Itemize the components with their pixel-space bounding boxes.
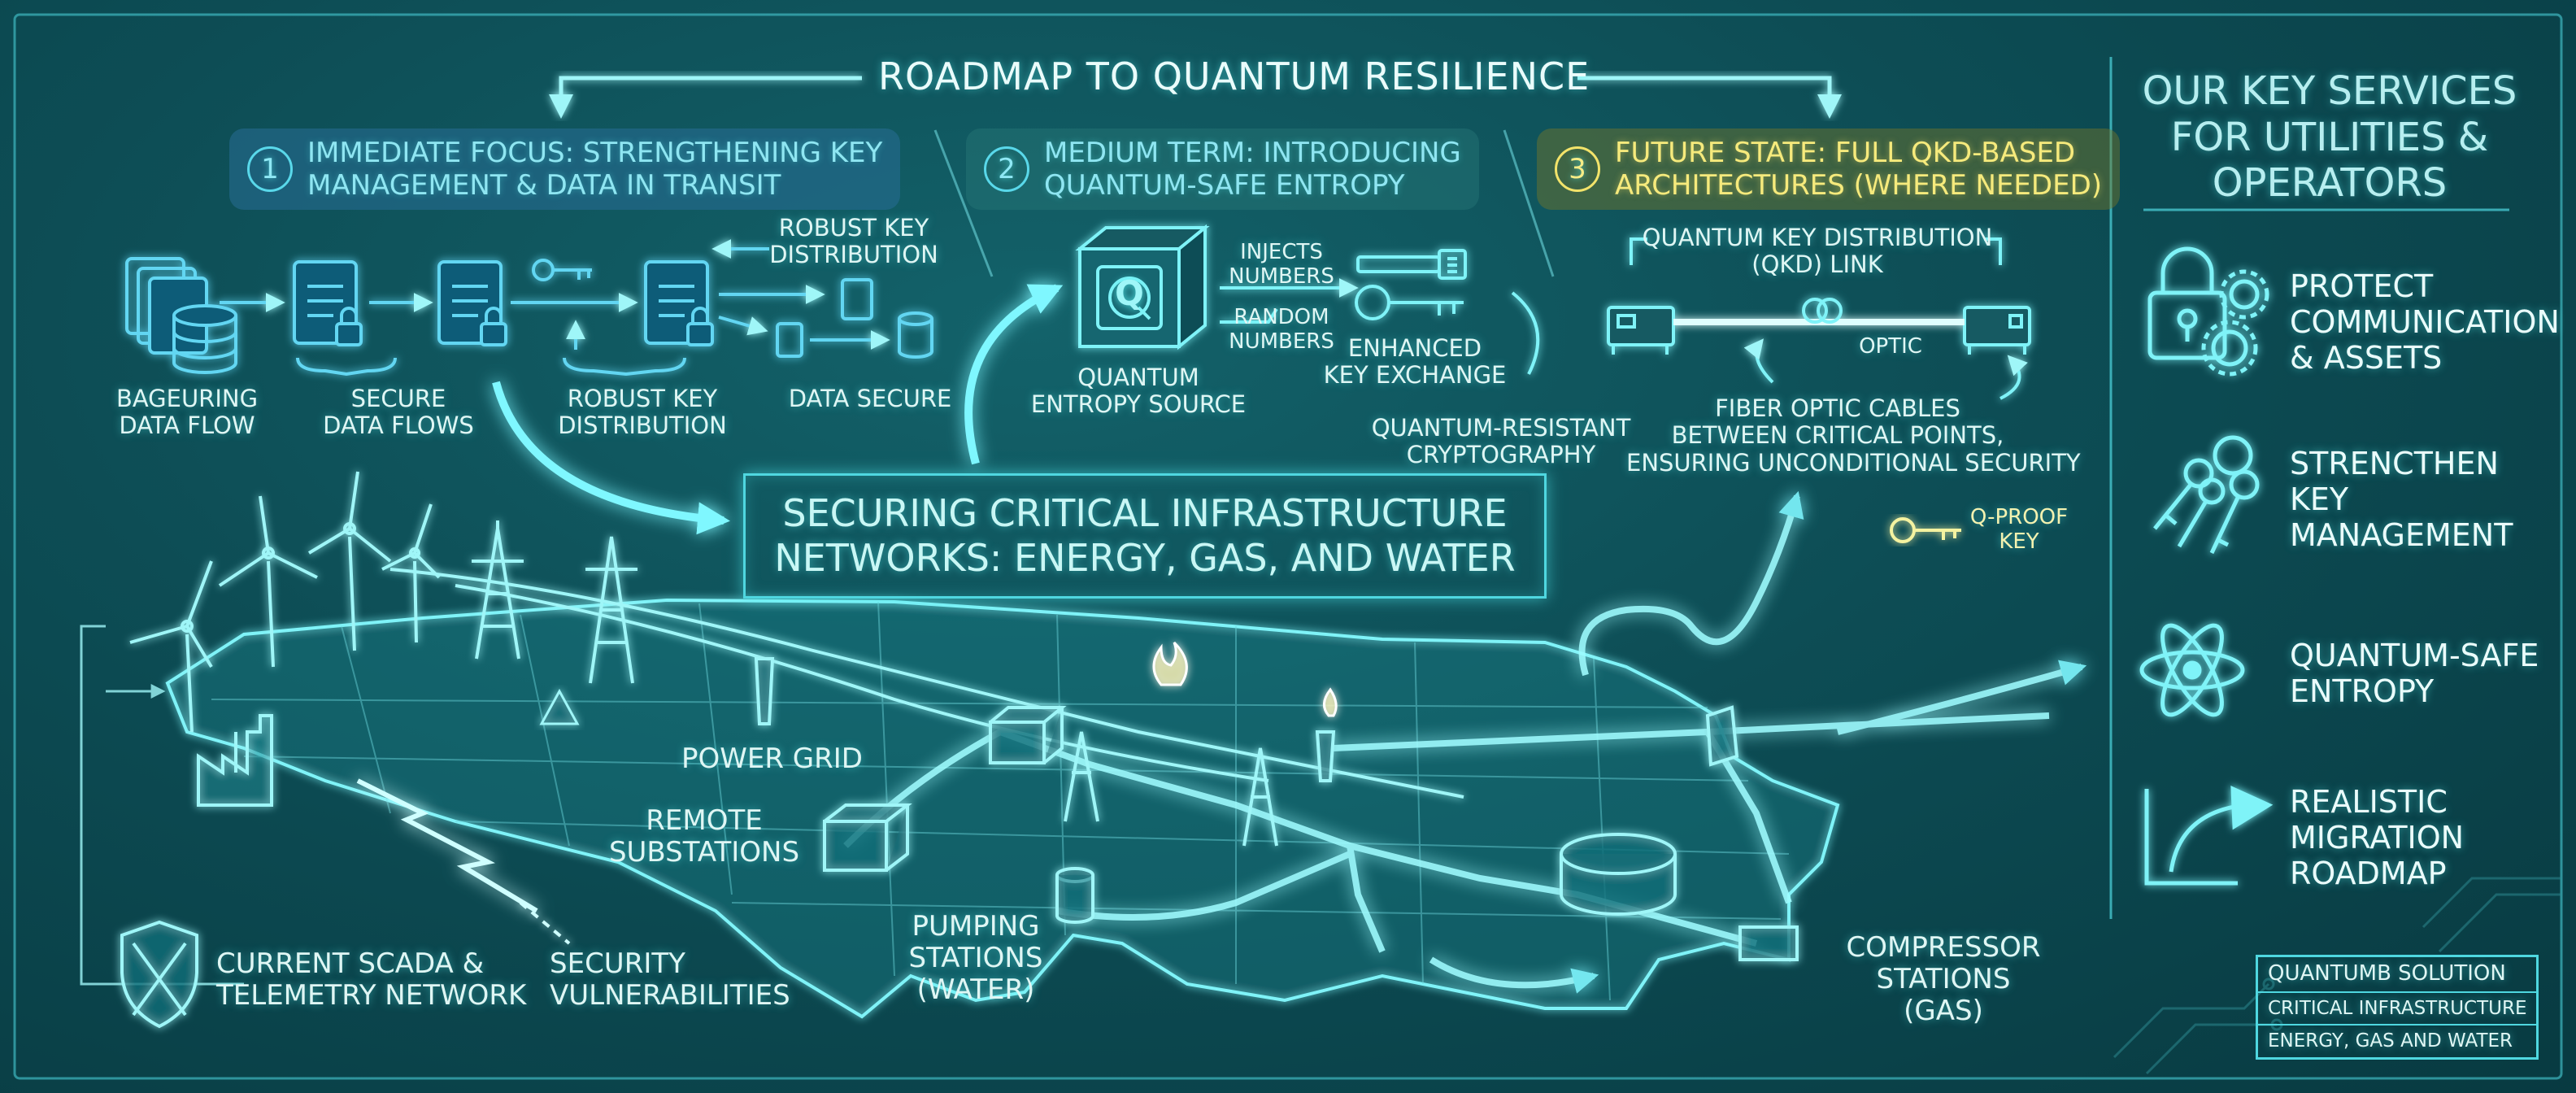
- lightning-icon: [356, 778, 538, 913]
- footer-line-1: QUANTUMB SOLUTION: [2268, 961, 2506, 986]
- phase-3-number: 3: [1555, 146, 1600, 193]
- atom-icon: [2139, 623, 2245, 717]
- optic-label: OPTIC: [1859, 334, 1922, 359]
- outer-frame: [13, 13, 2563, 1080]
- substation-icon: [989, 706, 1067, 764]
- data-secure-label: DATA SECURE: [788, 385, 952, 412]
- phase-2-number: 2: [984, 146, 1029, 193]
- phase1-to-hero-arrow: [492, 381, 730, 535]
- wind-turbines: [129, 471, 441, 733]
- power-plant-icon: [197, 714, 273, 807]
- phase-1-number: 1: [247, 146, 293, 193]
- usa-map: [165, 598, 1840, 1019]
- scada-network-label: CURRENT SCADA &TELEMETRY NETWORK: [216, 947, 527, 1012]
- curved-arrow-icon: [2144, 786, 2274, 886]
- power-towers: [389, 520, 1464, 847]
- hero-to-entropy-arrow: [964, 284, 1064, 465]
- padlock-gears-icon: [2147, 246, 2269, 377]
- flame-icons: [1152, 641, 1338, 717]
- power-grid-label: POWER GRID: [681, 742, 863, 775]
- footer-line-3: ENERGY, GAS AND WATER: [2258, 1024, 2536, 1056]
- shield-broken-icon: [120, 920, 198, 1029]
- traffic-cone-icon: [539, 688, 580, 725]
- qkd-link: [1607, 237, 2031, 400]
- phase1-flow: [125, 239, 933, 377]
- entropy-cube-glyph: Q: [1115, 273, 1144, 313]
- pumping-station-icon: [823, 803, 912, 872]
- footer-line-2: CRITICAL INFRASTRUCTURE: [2258, 991, 2536, 1024]
- phase2-flow: [1075, 224, 1540, 375]
- qkd-link-label: QUANTUM KEY DISTRIBUTION(QKD) LINK: [1642, 224, 1993, 279]
- compressor-icon: [1738, 925, 1799, 961]
- footer-badge: QUANTUMB SOLUTION CRITICAL INFRASTRUCTUR…: [2256, 955, 2539, 1060]
- page-title: ROADMAP TO QUANTUM RESILIENCE: [878, 54, 1590, 98]
- keys-icon: [2153, 435, 2260, 555]
- q-proof-key-icon: [1890, 517, 1961, 543]
- roadmap-arrows: [549, 76, 1842, 119]
- gas-station-icon: [1705, 705, 1739, 767]
